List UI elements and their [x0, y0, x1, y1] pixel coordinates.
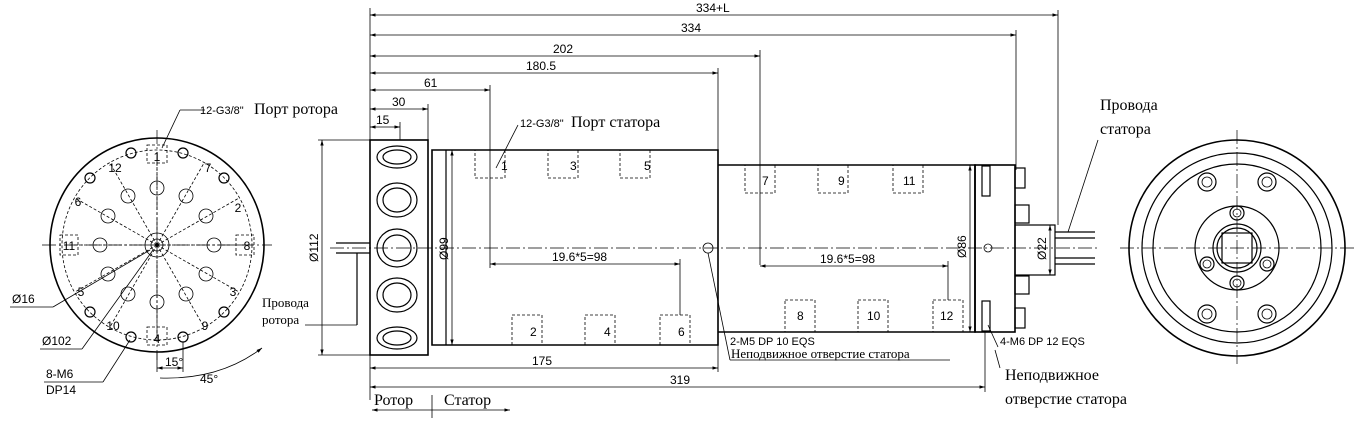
svg-text:9: 9 — [838, 174, 845, 188]
svg-text:1: 1 — [154, 150, 161, 164]
svg-text:5: 5 — [78, 285, 85, 299]
svg-text:5: 5 — [644, 159, 651, 173]
stator-port-numbers-bottom: 2 4 6 8 10 12 — [530, 309, 954, 339]
svg-text:2: 2 — [235, 201, 242, 215]
svg-text:12: 12 — [108, 161, 122, 175]
stator-wires — [1055, 231, 1095, 265]
stator-port-numbers-top: 1 3 5 7 9 11 — [501, 159, 916, 188]
dim-175: 175 — [532, 354, 552, 368]
dim-61: 61 — [424, 76, 438, 90]
hole-m5-spec: 2-M5 DP 10 EQS — [730, 336, 815, 348]
svg-text:1: 1 — [501, 159, 508, 173]
rotor-label: Ротор — [374, 392, 413, 409]
stator-body-front — [431, 149, 719, 346]
stator-body-rear — [718, 164, 976, 333]
dim-d99: Ø99 — [437, 237, 451, 260]
stator-wires-l2: статора — [1100, 121, 1151, 138]
stator-wires-l1: Провода — [1100, 97, 1158, 114]
rear-hub — [1014, 224, 1056, 276]
angle-small-label: 15° — [165, 355, 183, 369]
fixed-hole-label-1: Неподвижное отверстие статора — [731, 346, 910, 361]
angle-large-label: 45° — [200, 372, 218, 386]
rotor-port-spec: 12-G3/8" — [200, 105, 244, 117]
dim-d112: Ø112 — [307, 233, 321, 262]
dim-30: 30 — [392, 95, 406, 109]
rear-view — [1120, 130, 1355, 366]
dim-15: 15 — [376, 113, 390, 127]
svg-text:3: 3 — [570, 159, 577, 173]
front-bolt-holes — [84, 147, 230, 343]
dim-d22: Ø22 — [1035, 237, 1049, 260]
svg-text:10: 10 — [867, 309, 881, 323]
pitch-right: 19.6*5=98 — [820, 252, 875, 266]
pitch-left: 19.6*5=98 — [552, 250, 607, 264]
fixed-hole-label-2b: отверстие статора — [1005, 391, 1127, 408]
stator-label: Статор — [444, 392, 491, 409]
bolt-depth-label: DP14 — [46, 383, 76, 397]
stator-flange — [974, 164, 1016, 333]
rotor-wires-l1: Провода — [262, 295, 309, 310]
dia-large-label: Ø102 — [42, 334, 72, 348]
front-view: 1 2 3 4 5 6 7 8 9 10 11 12 12-G3/8" Порт… — [10, 101, 338, 397]
dim-202: 202 — [553, 42, 573, 56]
stator-port-label: Порт статора — [571, 114, 660, 131]
rotor-wires-l2: ротора — [262, 312, 299, 327]
svg-text:3: 3 — [230, 285, 237, 299]
front-port-numbers: 1 2 3 4 5 6 7 8 9 10 11 12 — [63, 150, 251, 346]
svg-text:4: 4 — [604, 325, 611, 339]
svg-text:6: 6 — [678, 325, 685, 339]
rotor-port-label: Порт ротора — [254, 101, 338, 118]
hole-m6-spec: 4-M6 DP 12 EQS — [1000, 336, 1085, 348]
svg-text:8: 8 — [797, 309, 804, 323]
svg-text:4: 4 — [154, 332, 161, 346]
svg-text:7: 7 — [205, 161, 212, 175]
rotor-block — [369, 139, 429, 356]
svg-text:11: 11 — [903, 174, 916, 188]
dim-total: 334 — [681, 21, 701, 35]
svg-text:10: 10 — [106, 319, 120, 333]
stator-ports-top — [474, 149, 924, 194]
fixed-hole-label-2a: Неподвижное — [1005, 367, 1099, 384]
dim-180: 180.5 — [526, 59, 556, 73]
svg-text:9: 9 — [202, 319, 209, 333]
dia-small-label: Ø16 — [12, 292, 35, 306]
stator-ports-bottom — [511, 299, 964, 346]
dim-total-l: 334+L — [696, 1, 730, 15]
dim-319: 319 — [670, 373, 690, 387]
svg-text:2: 2 — [530, 325, 537, 339]
stator-port-spec: 12-G3/8" — [520, 118, 564, 130]
svg-text:12: 12 — [940, 309, 954, 323]
svg-text:7: 7 — [762, 174, 769, 188]
svg-text:11: 11 — [63, 239, 76, 253]
rear-bolt-heads — [1197, 172, 1277, 324]
svg-text:6: 6 — [75, 195, 82, 209]
side-view: 334+L 334 202 180.5 61 30 15 — [262, 1, 1158, 418]
dim-d86: Ø86 — [955, 235, 969, 258]
rotor-port-openings — [376, 145, 418, 350]
svg-text:8: 8 — [244, 239, 251, 253]
bolt-spec-label: 8-M6 — [46, 367, 74, 381]
